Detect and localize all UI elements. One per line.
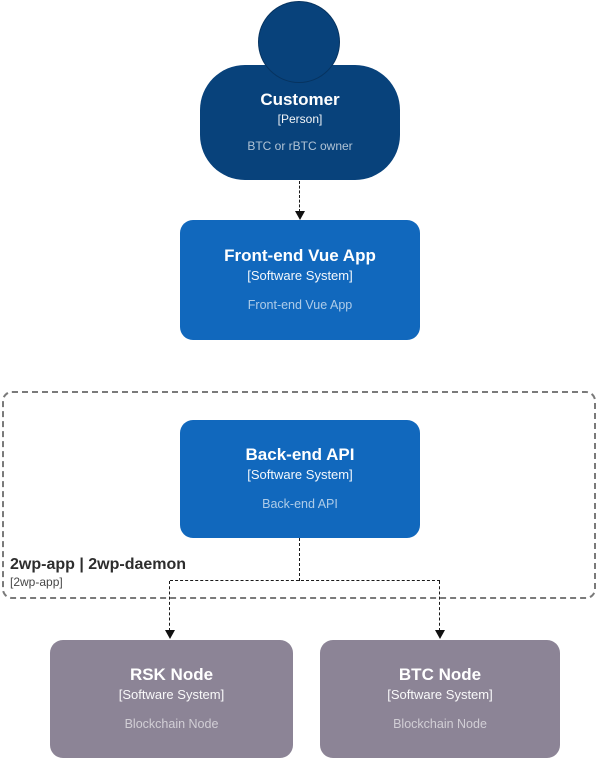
customer-description: BTC or rBTC owner [247, 139, 353, 153]
arrowhead-into-frontend [295, 211, 305, 220]
frontend-description: Front-end Vue App [247, 298, 353, 312]
backend-description: Back-end API [262, 497, 338, 511]
boundary-2wp-app [2, 391, 596, 599]
connector-backend-rsk [169, 581, 170, 631]
arrowhead-into-btc [435, 630, 445, 639]
boundary-label: 2wp-app | 2wp-daemon [2wp-app] [10, 555, 186, 590]
connector-customer-frontend [299, 181, 300, 212]
btc-type-label: [Software System] [387, 687, 493, 702]
node-backend-api: Back-end API [Software System] Back-end … [180, 420, 420, 538]
rsk-name: RSK Node [129, 665, 214, 684]
btc-description: Blockchain Node [393, 717, 487, 731]
backend-type-label: [Software System] [247, 467, 353, 482]
connector-branch-horizontal [170, 580, 440, 581]
frontend-name: Front-end Vue App [224, 246, 376, 265]
boundary-title: 2wp-app | 2wp-daemon [10, 556, 187, 573]
node-customer: Customer [Person] BTC or rBTC owner [200, 65, 400, 180]
customer-type-label: [Person] [277, 112, 323, 126]
arrowhead-into-rsk [165, 630, 175, 639]
node-rsk: RSK Node [Software System] Blockchain No… [50, 640, 293, 758]
connector-backend-stem [299, 538, 300, 581]
connector-backend-btc [439, 581, 440, 631]
backend-name: Back-end API [245, 445, 355, 464]
rsk-description: Blockchain Node [124, 717, 219, 731]
frontend-type-label: [Software System] [247, 268, 353, 283]
customer-name: Customer [260, 90, 340, 109]
btc-name: BTC Node [398, 665, 482, 684]
rsk-type-label: [Software System] [118, 687, 225, 702]
node-frontend-vue-app: Front-end Vue App [Software System] Fron… [180, 220, 420, 340]
boundary-subtitle: [2wp-app] [10, 575, 63, 589]
node-btc: BTC Node [Software System] Blockchain No… [320, 640, 560, 758]
person-head-icon [258, 1, 340, 83]
